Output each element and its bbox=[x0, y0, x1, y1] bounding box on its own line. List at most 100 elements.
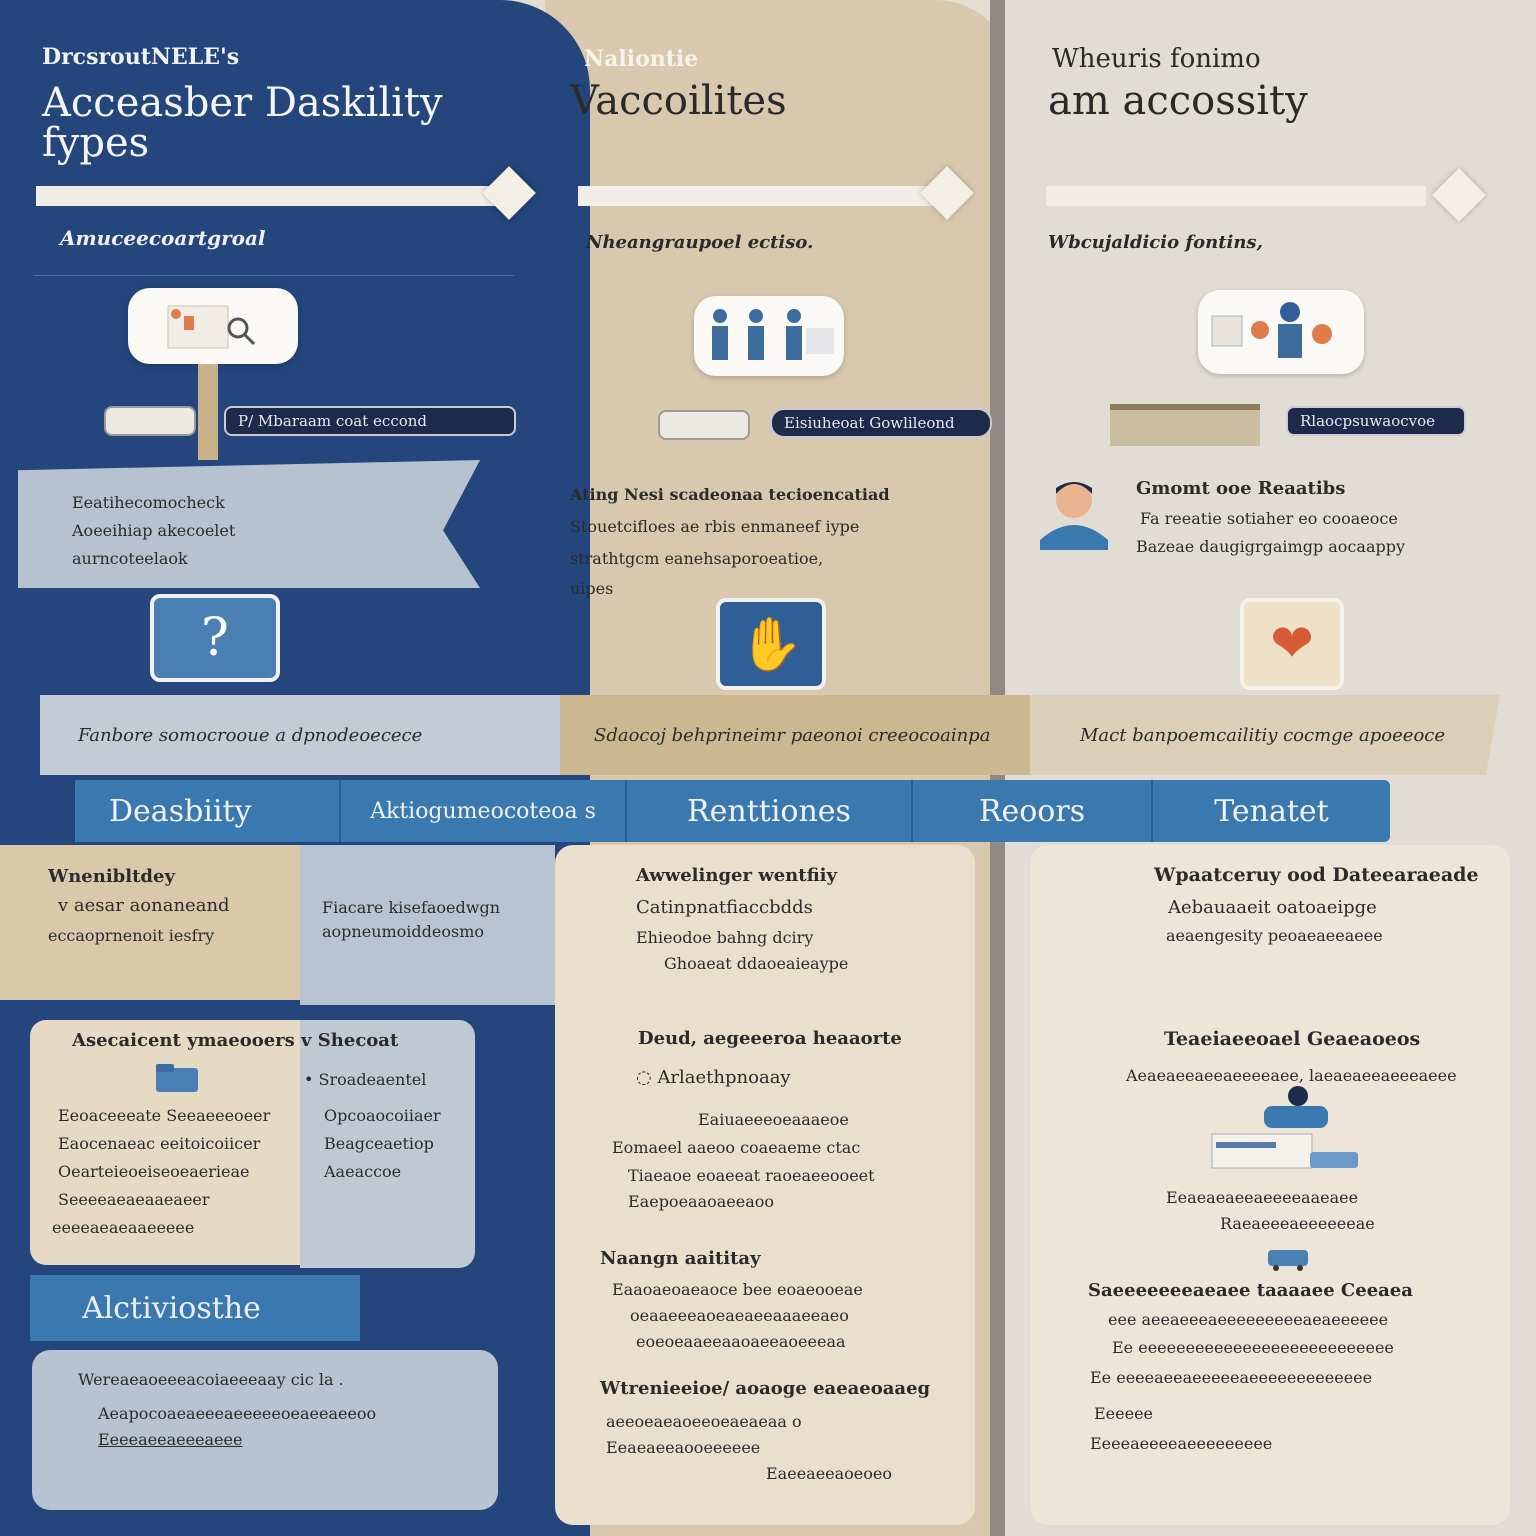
tab-disability[interactable]: Deasbiity bbox=[75, 780, 341, 842]
column-3-lower-panel bbox=[1030, 845, 1510, 1525]
band-c4-line-2: aeaengesity peoaeaeeaeee bbox=[1166, 926, 1383, 945]
lower1-line-2: Eaocenaeac eeitoicoiicer bbox=[58, 1134, 261, 1153]
person-avatar-icon bbox=[1040, 482, 1108, 550]
category-tabs: Deasbiity Aktiogumeocoteoa s Renttiones … bbox=[75, 780, 1390, 842]
hands-icon[interactable]: ✋ bbox=[716, 598, 826, 690]
col1-post bbox=[198, 364, 218, 460]
band-c3-line-3: Ehieodoe bahng dciry bbox=[636, 928, 814, 947]
lower1-bottom-line-3[interactable]: Eeeeaeeaeeeaeee bbox=[98, 1430, 243, 1449]
band-c1-title: Wnenibltdey bbox=[48, 866, 175, 887]
lower2-line-4: Eaepoeaaoaeeaoo bbox=[628, 1192, 775, 1211]
col3-subtitle: Wbcujaldicio fontins, bbox=[1048, 232, 1263, 253]
col2-progress-bar bbox=[578, 186, 948, 206]
team-meeting-icon bbox=[1211, 302, 1332, 358]
col1-desc-panel bbox=[18, 460, 480, 588]
col2-desc-4: uipes bbox=[570, 579, 614, 598]
lower1-line-4: Seeeeaeaeaaeaeer bbox=[58, 1190, 210, 1209]
lower1-head: Asecaicent ymaeooers v Shecoat bbox=[72, 1030, 399, 1051]
lower2-line2-1: Eaaoaeoaeaoce bee eoaeooeae bbox=[612, 1280, 863, 1299]
col2-subtitle: Nheangraupoel ectiso. bbox=[586, 232, 814, 253]
band-c4-line-1: Aebauaaeit oatoaeipge bbox=[1168, 897, 1377, 918]
band-c4-title: Wpaatceruy ood Dateearaeade bbox=[1154, 864, 1479, 886]
tab-regulations[interactable]: Renttiones bbox=[627, 780, 913, 842]
lower2-line2-2: oeaaeeeaoeaeaeeaaaeeaeo bbox=[630, 1306, 849, 1325]
lower1-bottom-card bbox=[32, 1350, 498, 1510]
lower3-mid-1: Eeaeaeaeeaeeeeaaeaee bbox=[1166, 1188, 1359, 1207]
lower1-line-1: Eeoaceeeate Seeaeeeoeer bbox=[58, 1106, 271, 1125]
col1-divider bbox=[34, 275, 514, 276]
col2-title-large: Vaccoilites bbox=[570, 78, 787, 124]
col3-title-small: Wheuris fonimo bbox=[1052, 44, 1261, 74]
lower2-line2-3: eoeoeaaeeaaoaeeaoeeeaa bbox=[636, 1332, 846, 1351]
col1-title-line2: fypes bbox=[42, 120, 150, 166]
lower3-sub: Aeaeaeeaeeaeeeeaee, laeaeaeeaeeeaeee bbox=[1126, 1066, 1457, 1085]
col1-chip-light[interactable] bbox=[104, 406, 196, 436]
col3-chip-light[interactable] bbox=[1110, 404, 1260, 446]
col2-desc-1: Ating Nesi scadeonaa tecioencatiad bbox=[570, 485, 890, 504]
people-group-icon bbox=[712, 309, 834, 360]
lower1-bullet-3: Beagceaetiop bbox=[324, 1134, 434, 1153]
tab-templates[interactable]: Tenatet bbox=[1214, 793, 1329, 829]
col1-desc-1: Eeatihecomocheck bbox=[72, 493, 225, 512]
lower3-line2-5: Eeeeaeeeeaeeeeeeeee bbox=[1090, 1434, 1273, 1453]
col2-desc-2: Stouetcifloes ae rbis enmaneef iype bbox=[570, 517, 860, 536]
heart-hands-icon[interactable]: ❤ bbox=[1240, 598, 1344, 690]
lower1-bottom-line-2: Aeapocoaeaeeeaeeeeeoeaeeaeeoo bbox=[98, 1404, 377, 1423]
alternatives-button[interactable]: Alctiviosthe bbox=[30, 1275, 360, 1341]
col1-desc-2: Aoeeihiap akecoelet bbox=[72, 521, 236, 540]
lower2-line3-2: Eeaeaeeaooeeeeee bbox=[606, 1438, 761, 1457]
col1-subtitle: Amuceecoartgroal bbox=[60, 226, 266, 250]
ribbon-seg-2: Sdaocoj behprineimr paeonoi creeocoainpa bbox=[560, 695, 1030, 775]
lower2-line3-3: Eaeeaeeaoeoeo bbox=[766, 1464, 893, 1483]
question-icon[interactable]: ? bbox=[150, 594, 280, 682]
lower1-side-card bbox=[300, 1020, 475, 1268]
col2-illustration-card bbox=[694, 296, 844, 376]
col3-progress-bar bbox=[1046, 186, 1426, 206]
lower1-bullet-2: Opcoaocoiiaer bbox=[324, 1106, 441, 1125]
band-c3-line-1: Awwelinger wentfiiy bbox=[636, 865, 837, 886]
tab-accommodations[interactable]: Aktiogumeocoteoa s bbox=[341, 780, 627, 842]
lower2-head-2: Naangn aaititay bbox=[600, 1248, 761, 1269]
col3-title-large: am accossity bbox=[1048, 78, 1308, 124]
band-c1-line-1: v aesar aonaneand bbox=[58, 895, 230, 916]
band-c3-line-4: Ghoaeat ddaoeaieaype bbox=[664, 954, 849, 973]
col1-chip-dark[interactable]: P/ Mbaraam coat eccond bbox=[224, 406, 516, 436]
folder-icon bbox=[156, 1064, 198, 1092]
band-c1-line-2: eccaoprnenoit iesfry bbox=[48, 926, 215, 945]
lower1-bottom-line-1: Wereaeaoeeeacoiaeeeaay cic la . bbox=[78, 1370, 344, 1389]
col3-person-line-1: Fa reeatie sotiaher eo cooaeoce bbox=[1140, 509, 1398, 528]
ribbon-seg-3: Mact banpoemcailitiy cocmge apoeeoce bbox=[1030, 695, 1500, 775]
lower3-head-2: Saeeeeeeeaeaee taaaaee Ceeaea bbox=[1088, 1280, 1413, 1301]
lower2-head-3: Wtrenieeioe/ aoaoge eaeaeoaaeg bbox=[600, 1378, 931, 1399]
col2-chip-light[interactable] bbox=[658, 410, 750, 440]
band-c3-line-2: Catinpnatfiaccbdds bbox=[636, 897, 813, 918]
col3-illustration-card bbox=[1198, 290, 1364, 374]
lower1-bullet-4: Aaeaccoe bbox=[324, 1162, 402, 1181]
col3-person-line-2: Bazeae daugigrgaimgp aocaappy bbox=[1136, 537, 1405, 556]
col1-desc-3: aurncoteelaok bbox=[72, 549, 188, 568]
band-panel-1 bbox=[0, 845, 300, 1000]
column-2-lower-panel bbox=[555, 845, 975, 1525]
ribbon-seg-1: Fanbore somocrooue a dpnodeoecece bbox=[40, 695, 560, 775]
bus-icon bbox=[1268, 1250, 1308, 1271]
lower1-bullet-1: • Sroadeaentel bbox=[304, 1070, 427, 1089]
col1-title-line1: Acceasber Daskility bbox=[42, 80, 443, 126]
lower1-line-5: eeeeaeaeaaeeeee bbox=[52, 1218, 195, 1237]
col2-chip-dark[interactable]: Eisiuheoat Gowlileond bbox=[770, 408, 992, 438]
col1-title-small: DrcsroutNELE's bbox=[42, 44, 240, 70]
lower1-card bbox=[30, 1020, 320, 1265]
col2-desc-3: strathtgcm eanehsaporoeatioe, bbox=[570, 549, 824, 568]
lower2-line-1: Eaiuaeeeoeaaaeoe bbox=[698, 1110, 849, 1129]
col3-person-title: Gmomt ooe Reaatibs bbox=[1136, 478, 1346, 499]
lower2-line3-1: aeeoeaeaoeeoeaeaeaa o bbox=[606, 1412, 802, 1431]
lower3-line2-2: Ee eeeeeeeeeeeeeeeeeeeeeeeeeee bbox=[1112, 1338, 1394, 1357]
col3-chip-dark[interactable]: Rlaocpsuwaocvoe bbox=[1286, 406, 1466, 436]
tab-resources[interactable]: Reoors bbox=[913, 780, 1153, 842]
person-desk-icon bbox=[1211, 1086, 1358, 1169]
lower2-head: Deud, aegeeeroa heaaorte bbox=[638, 1028, 902, 1049]
col1-progress-bar bbox=[36, 186, 506, 206]
band-panel-2 bbox=[300, 845, 555, 1005]
col2-title-small: Naliontie bbox=[584, 46, 699, 72]
summary-ribbon: Fanbore somocrooue a dpnodeoecece Sdaoco… bbox=[40, 695, 1500, 775]
col1-illustration-card bbox=[128, 288, 298, 364]
